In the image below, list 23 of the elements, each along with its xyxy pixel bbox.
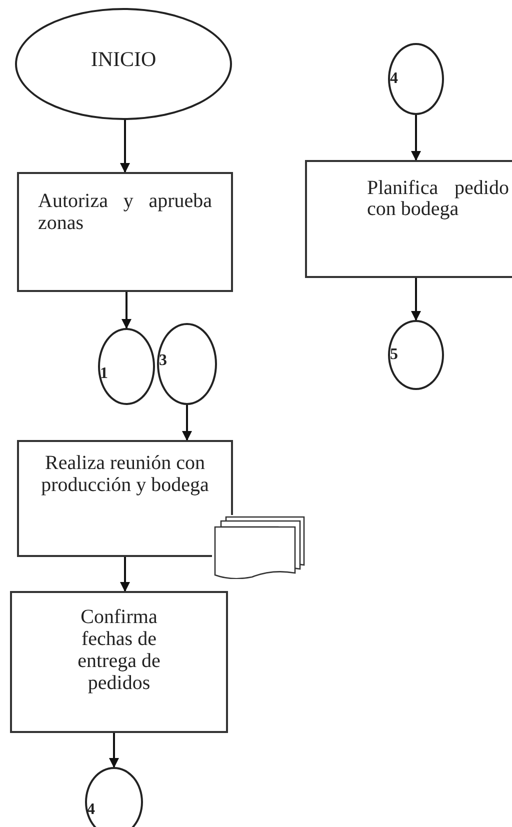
node-label: 1	[100, 364, 109, 384]
process-box	[17, 440, 233, 557]
arrow	[411, 278, 421, 321]
arrow	[182, 405, 192, 441]
node-label: 3	[159, 351, 168, 371]
arrow	[120, 120, 130, 173]
node-label: Confirma fechas de entrega de pedidos	[76, 606, 162, 694]
process-box	[10, 591, 228, 733]
connector-circle	[85, 767, 143, 827]
node-label: Planifica pedido con bodega	[367, 178, 509, 220]
node-label: Autoriza y aprueba zonas	[38, 190, 212, 234]
arrow	[122, 292, 132, 329]
node-label: 4	[390, 69, 399, 89]
arrow	[120, 557, 130, 592]
arrow	[411, 115, 421, 161]
process-box	[305, 160, 512, 278]
node-label: Realiza reunión con producción y bodega	[40, 452, 210, 496]
node-label: INICIO	[90, 46, 158, 73]
process-box	[17, 172, 233, 292]
node-label: 4	[87, 800, 96, 820]
node-label: 5	[390, 345, 399, 365]
arrow	[109, 733, 119, 768]
multi-document-symbol	[212, 515, 306, 579]
